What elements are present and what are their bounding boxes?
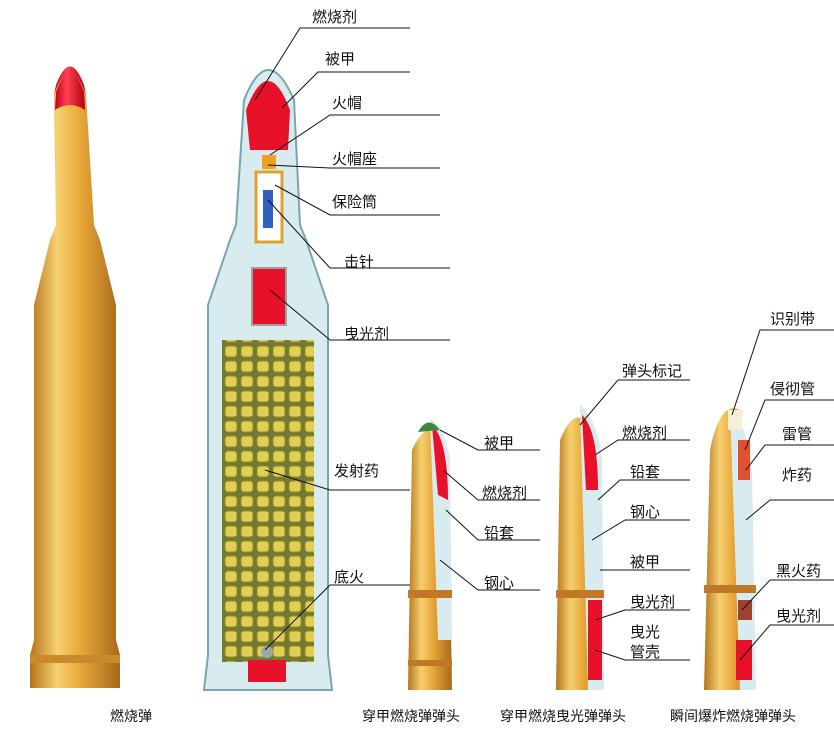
- caption-ap-incendiary-bullet: 穿甲燃烧弹弹头: [362, 709, 460, 725]
- label-b3-identification-band: 识别带: [770, 310, 816, 328]
- label-b3-penetrator-tube: 侵彻管: [770, 380, 816, 398]
- label-b2-tracer: 曳光剂: [630, 593, 676, 611]
- label-primer: 底火: [334, 568, 365, 586]
- label-b2-incendiary: 燃烧剂: [622, 424, 668, 442]
- label-b3-black-powder: 黑火药: [776, 562, 822, 580]
- label-primer-cap: 火帽: [332, 94, 363, 112]
- label-b2-lead-sleeve: 铅套: [630, 463, 661, 481]
- label-b2-steel-core: 钢心: [630, 503, 661, 521]
- caption-instant-explosive-incendiary-bullet: 瞬间爆炸燃烧弹弹头: [670, 709, 796, 725]
- label-b1-lead-sleeve: 铅套: [484, 524, 515, 542]
- caption-incendiary-round: 燃烧弹: [110, 709, 152, 725]
- label-jacket: 被甲: [325, 50, 356, 68]
- label-b3-explosive: 炸药: [782, 466, 813, 484]
- label-firing-pin: 击针: [344, 253, 375, 271]
- label-incendiary-agent: 燃烧剂: [312, 8, 358, 26]
- label-b3-detonator: 雷管: [782, 425, 813, 443]
- label-b2-jacket: 被甲: [630, 553, 661, 571]
- label-propellant: 发射药: [334, 462, 380, 480]
- label-b2-tracer-casing-a: 曳光: [630, 623, 661, 641]
- ap-incendiary-tracer-bullet: [556, 405, 604, 690]
- label-primer-seat: 火帽座: [332, 150, 378, 168]
- label-b3-tracer: 曳光剂: [776, 607, 822, 625]
- label-b2-tracer-casing-b: 管壳: [630, 643, 661, 661]
- label-safety-tube: 保险筒: [332, 193, 378, 211]
- label-tracer-compound: 曳光剂: [344, 325, 390, 343]
- ap-incendiary-bullet: [408, 418, 452, 690]
- caption-ap-incendiary-tracer-bullet: 穿甲燃烧曳光弹弹头: [500, 709, 626, 725]
- incendiary-cartridge-cutaway: [202, 69, 334, 691]
- incendiary-cartridge: [30, 66, 120, 688]
- label-b1-steel-core: 钢心: [484, 574, 515, 592]
- label-b1-incendiary: 燃烧剂: [482, 484, 528, 502]
- instant-explosive-incendiary-bullet: [704, 408, 756, 690]
- leader-lines: [254, 27, 834, 661]
- label-b1-jacket: 被甲: [484, 434, 515, 452]
- label-b2-bullet-marking: 弹头标记: [622, 362, 683, 380]
